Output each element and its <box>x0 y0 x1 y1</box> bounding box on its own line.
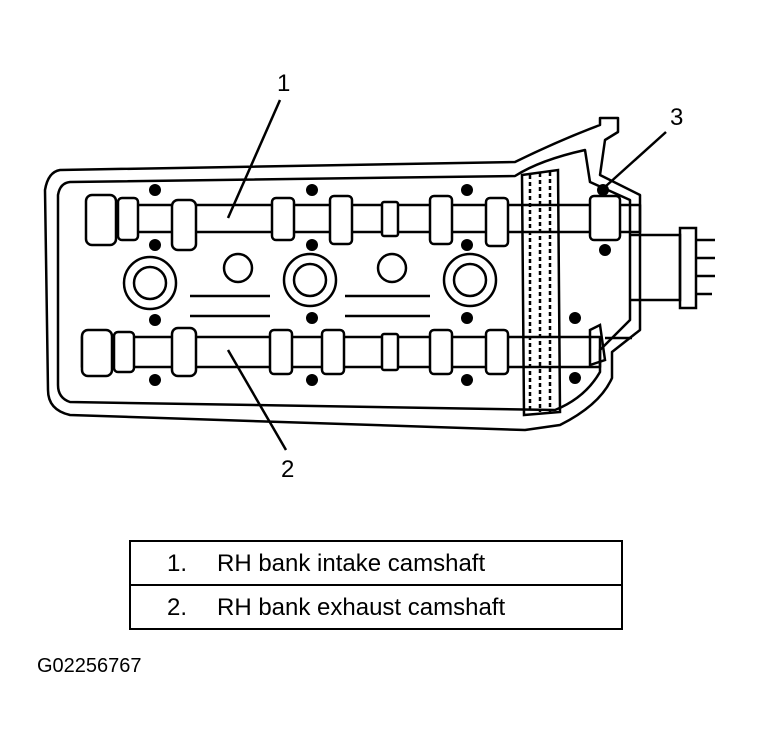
timing-gear <box>520 168 562 417</box>
head-bolts <box>149 184 611 386</box>
callout-1: 1 <box>277 70 291 97</box>
leader-lines <box>226 99 667 451</box>
figure-id: G02256767 <box>37 655 142 677</box>
spark-plug-wells <box>122 252 498 318</box>
legend-text: RH bank exhaust camshaft <box>217 594 506 621</box>
cylinder-head-outline <box>43 116 642 432</box>
legend-number: 1. <box>167 550 188 577</box>
callout-3: 3 <box>670 104 684 131</box>
camshaft-sensor <box>588 226 715 367</box>
intake-cam-lobes <box>84 193 622 252</box>
legend-row: 2. RH bank exhaust camshaft <box>131 586 621 630</box>
legend-row: 1. RH bank intake camshaft <box>131 542 621 586</box>
legend-text: RH bank intake camshaft <box>217 550 486 577</box>
cylinder-head-diagram <box>43 99 715 451</box>
cylinder-head-inner-rim <box>56 148 632 412</box>
legend-number: 2. <box>167 594 188 621</box>
legend-table: 1. RH bank intake camshaft 2. RH bank ex… <box>129 540 623 630</box>
exhaust-cam-lobes <box>80 326 510 378</box>
callout-2: 2 <box>281 456 295 483</box>
